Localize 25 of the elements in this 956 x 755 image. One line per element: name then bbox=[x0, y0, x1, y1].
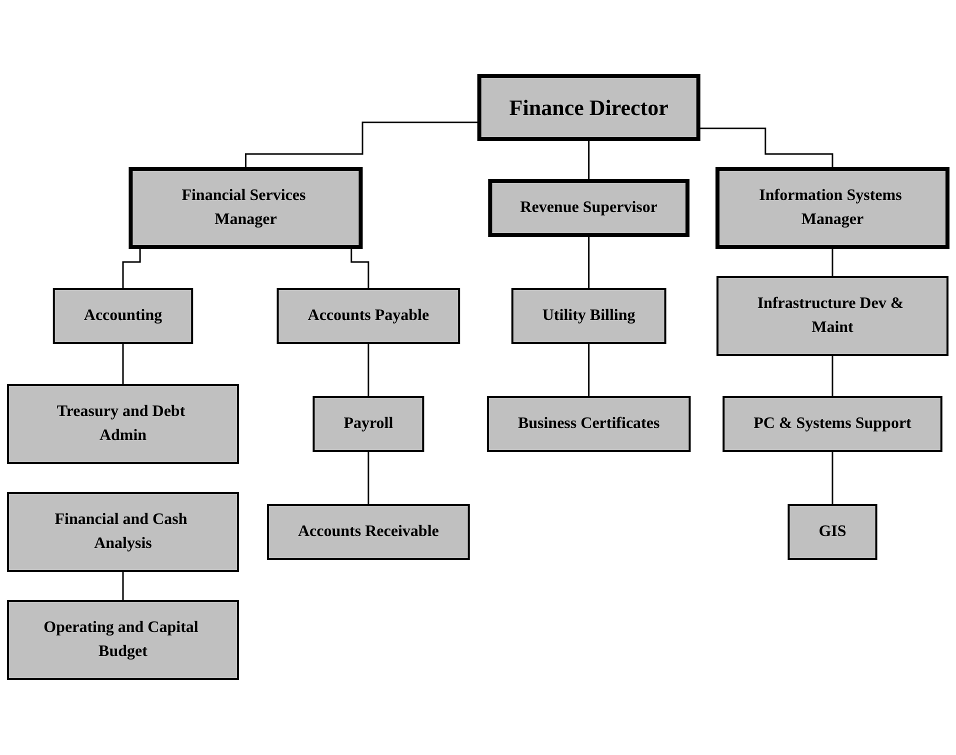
connector bbox=[698, 128, 834, 170]
node-box: Accounts Receivable bbox=[267, 504, 470, 560]
node-box: Revenue Supervisor bbox=[488, 179, 690, 237]
node-box: Information Systems Manager bbox=[716, 167, 950, 249]
connector bbox=[588, 342, 590, 398]
node-box: Infrastructure Dev & Maint bbox=[716, 276, 949, 356]
node-box: Accounts Payable bbox=[277, 288, 460, 344]
node-box: Financial Services Manager bbox=[128, 167, 363, 249]
connector bbox=[832, 354, 834, 398]
node-box: Payroll bbox=[312, 396, 424, 452]
connector bbox=[122, 570, 124, 602]
node-box: Utility Billing bbox=[512, 288, 667, 344]
node-box: Accounting bbox=[53, 288, 194, 344]
connector bbox=[368, 342, 370, 398]
connector bbox=[368, 450, 370, 506]
connector bbox=[122, 342, 124, 386]
node-box: Treasury and Debt Admin bbox=[7, 384, 240, 464]
node-box: Financial and Cash Analysis bbox=[7, 492, 240, 572]
node-box: Operating and Capital Budget bbox=[7, 600, 240, 680]
node-box: Business Certificates bbox=[487, 396, 691, 452]
connector bbox=[245, 122, 480, 170]
node-box: Finance Director bbox=[478, 74, 701, 141]
connector bbox=[832, 450, 834, 506]
node-box: GIS bbox=[788, 504, 878, 560]
node-box: PC & Systems Support bbox=[722, 396, 943, 452]
